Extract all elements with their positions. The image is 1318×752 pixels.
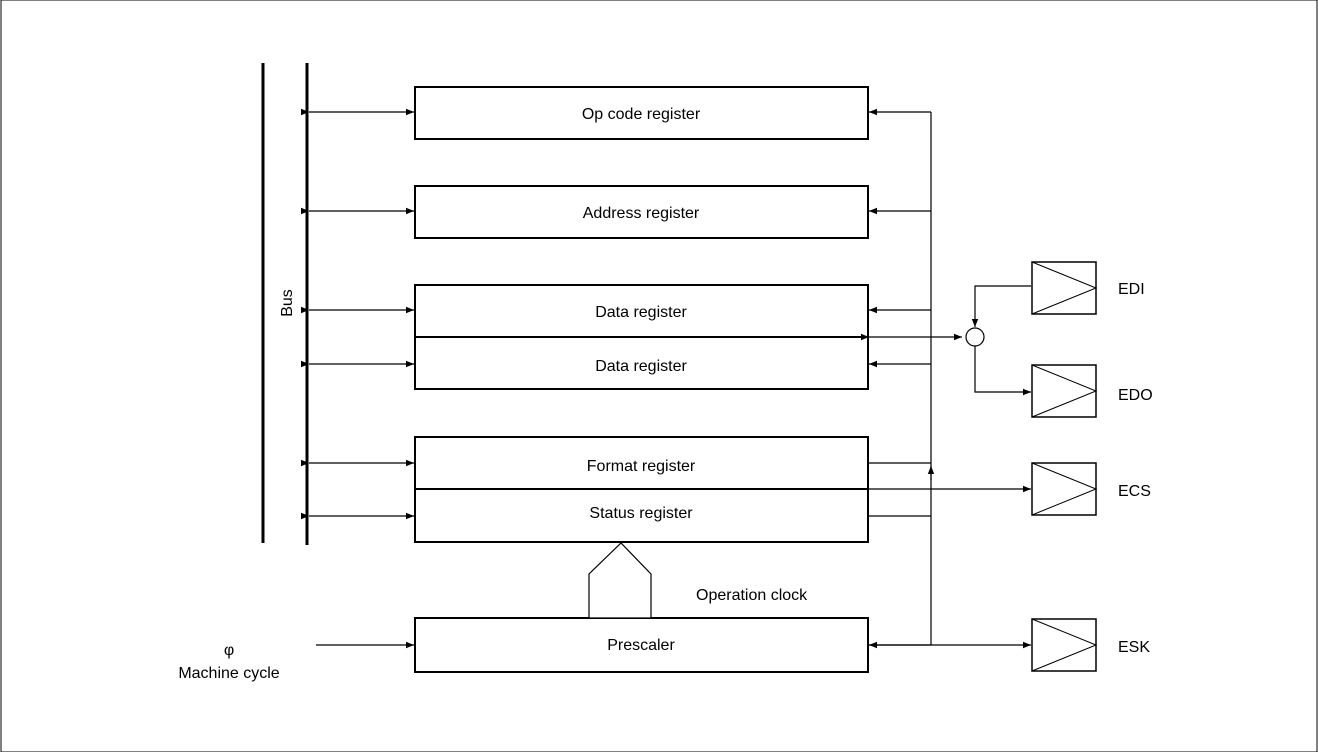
edi-buffer-box xyxy=(1031,261,1097,315)
ecs-buffer-triangle-icon xyxy=(1031,462,1098,516)
opcode-register-box xyxy=(414,86,869,140)
bus-label: Bus xyxy=(279,289,296,317)
edo-label: EDO xyxy=(1118,387,1153,404)
esk-buffer-triangle-icon xyxy=(1031,618,1098,672)
data-io-network xyxy=(861,285,1031,396)
ecs-label: ECS xyxy=(1118,483,1151,500)
edi-input-line xyxy=(971,285,1031,327)
esk-label: ESK xyxy=(1118,639,1150,656)
operation-clock-label: Operation clock xyxy=(696,587,808,604)
edo-output-line xyxy=(974,346,1031,396)
address-register-label: Address register xyxy=(583,205,700,222)
data-register-lower-box xyxy=(414,336,869,390)
machine-cycle-label: Machine cycle xyxy=(178,665,279,682)
bus-connections xyxy=(301,108,414,520)
status-register-box xyxy=(414,488,869,543)
data-register-lower-label: Data register xyxy=(595,358,687,375)
prescaler-to-status-arrow xyxy=(588,542,652,619)
prescaler-label: Prescaler xyxy=(607,637,675,654)
edi-label: EDI xyxy=(1118,281,1145,298)
prescaler-box xyxy=(414,617,869,673)
opcode-register-label: Op code register xyxy=(582,106,701,123)
edi-buffer xyxy=(1031,261,1098,315)
data-register-upper-label: Data register xyxy=(595,304,687,321)
junction-circle xyxy=(965,327,985,347)
operation-clock-network xyxy=(868,108,935,649)
ecs-buffer-box xyxy=(1031,462,1097,516)
format-register-label: Format register xyxy=(587,458,696,475)
edo-buffer-box xyxy=(1031,364,1097,418)
esk-buffer-box xyxy=(1031,618,1097,672)
edo-buffer-triangle-icon xyxy=(1031,364,1098,418)
ecs-buffer xyxy=(1031,462,1098,516)
edo-buffer xyxy=(1031,364,1098,418)
esk-buffer xyxy=(1031,618,1098,672)
edi-buffer-triangle-icon xyxy=(1031,261,1098,315)
address-register-box xyxy=(414,185,869,239)
status-register-label: Status register xyxy=(589,505,693,522)
phi-symbol: φ xyxy=(224,642,234,659)
